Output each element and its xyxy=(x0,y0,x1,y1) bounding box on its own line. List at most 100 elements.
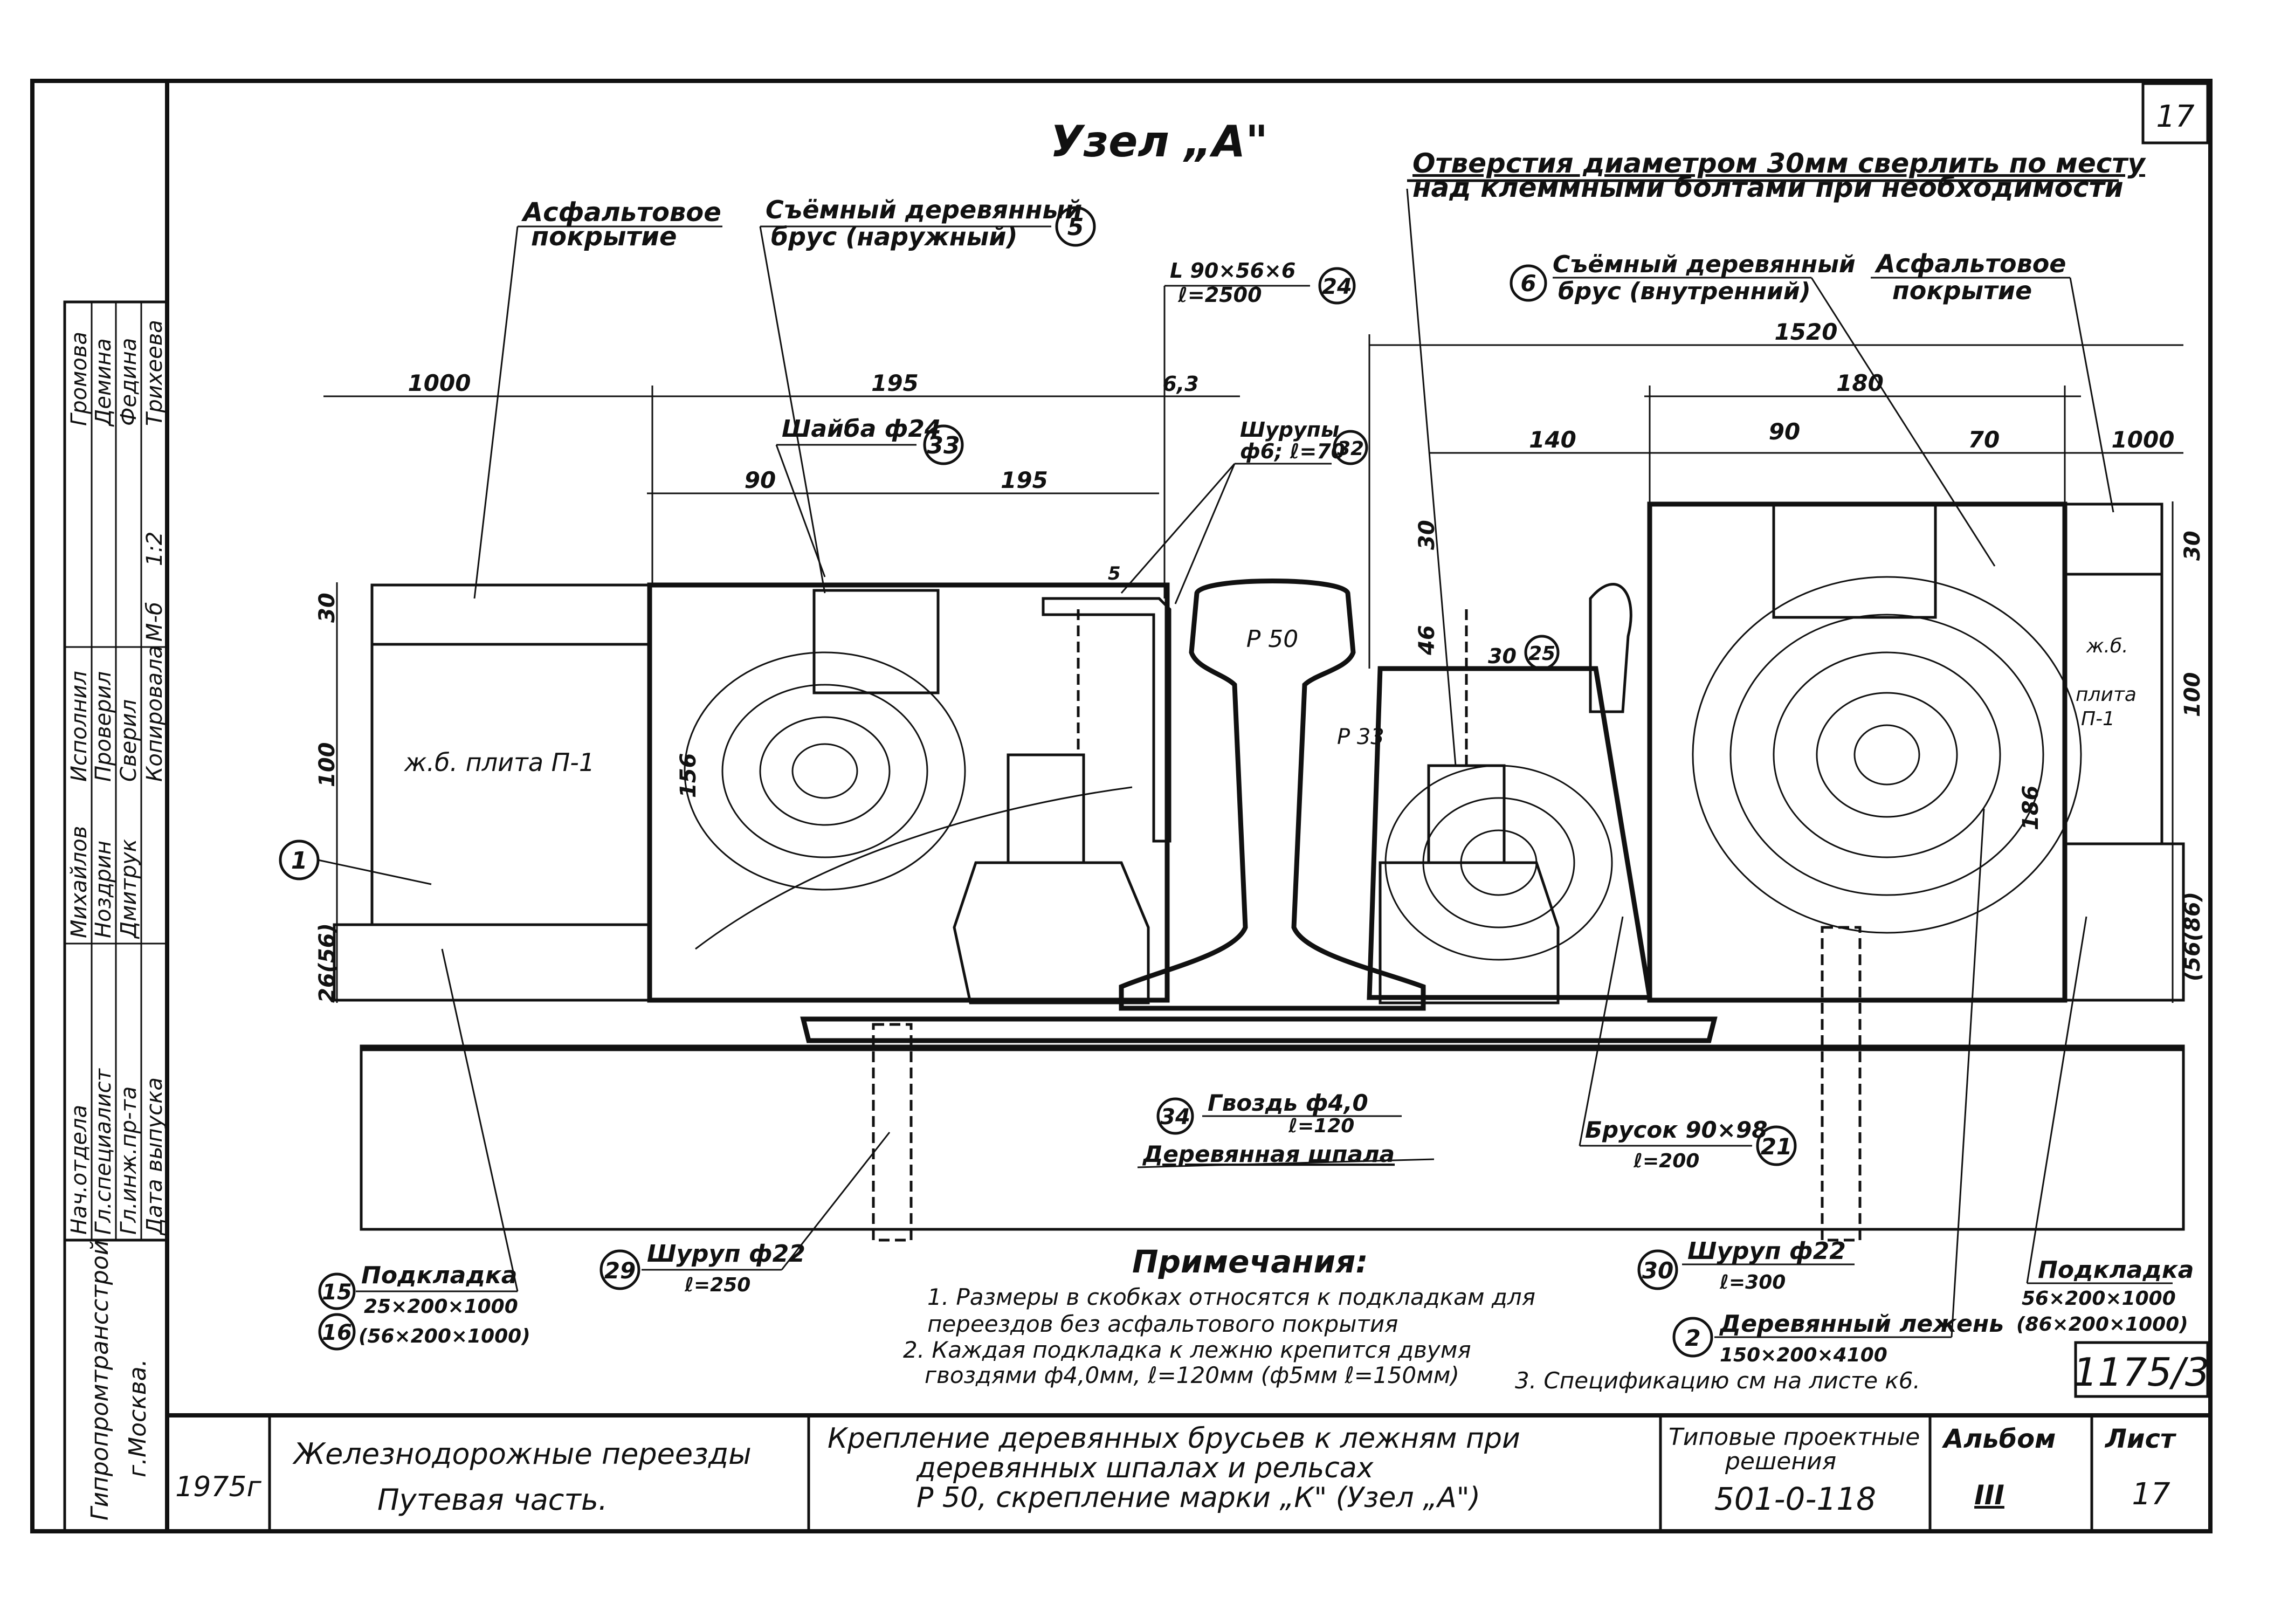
callout-21 xyxy=(1756,1125,1797,1166)
asphalt-left xyxy=(370,583,651,646)
washer-label: Шайба ф24 xyxy=(782,415,941,443)
ledger-insert xyxy=(1772,503,1937,619)
dim-1000-right: 1000 xyxy=(2112,426,2175,453)
plate-left-label: ж.б. плита П-1 xyxy=(404,748,595,777)
plate-right-label-1: ж.б. xyxy=(2086,635,2128,657)
pad-left-label-2: 25×200×1000 xyxy=(364,1296,518,1318)
stamp-org-1: Гипропромтрансстрой xyxy=(86,1240,114,1520)
ledger-label-1: Деревянный лежень xyxy=(1719,1310,2004,1338)
series-label-2: решения xyxy=(1725,1448,1836,1475)
dim-195-lower: 195 xyxy=(1001,467,1048,493)
stamp-name2-4: Трихеева xyxy=(142,320,167,426)
stamp-role-3: Гл.инж.пр-та xyxy=(116,1086,141,1235)
callout-16 xyxy=(318,1313,356,1351)
sheet-number-corner: 17 xyxy=(2156,99,2195,134)
node-title: Узел „А" xyxy=(1050,116,1268,167)
series-label-1: Типовые проектные xyxy=(1669,1423,1920,1451)
pad-right-label-1: Подкладка xyxy=(2038,1256,2194,1284)
vdim-186: 186 xyxy=(2018,786,2043,831)
pad-right xyxy=(2063,842,2185,1002)
rail-p50 xyxy=(1119,579,1426,1011)
stamp-role-1: Нач.отдела xyxy=(67,1105,92,1235)
note-line-5: 3. Спецификацию см на листе к6. xyxy=(1515,1367,1920,1394)
nut-left xyxy=(1007,753,1085,864)
stamp-name2-2: Демина xyxy=(91,338,116,427)
title-year: 1975г xyxy=(175,1471,261,1503)
baseplate-label: Р 33 xyxy=(1337,725,1384,749)
vdim-left-26: 26(56) xyxy=(315,923,340,1003)
section-drawing xyxy=(333,501,2185,1242)
hole-note-line1: Отверстия диаметром 30мм сверлить по мес… xyxy=(1412,148,2146,179)
callout-21-num: 21 xyxy=(1761,1133,1792,1160)
baseplate xyxy=(800,1016,1718,1043)
pad-right-label-3: (86×200×1000) xyxy=(2016,1313,2188,1336)
screws-label-1: Шурупы xyxy=(1240,418,1339,442)
hole-note-line2: над клеммными болтами при необходимости xyxy=(1412,172,2124,203)
callout-32-num: 32 xyxy=(1337,438,1364,460)
title-block xyxy=(268,1415,2093,1531)
series-code: 501-0-118 xyxy=(1714,1481,1876,1517)
sleeper-label: Деревянная шпала xyxy=(1142,1141,1395,1167)
title-line-2: деревянных шпалах и рельсах xyxy=(916,1452,1374,1484)
concrete-plate-left xyxy=(370,643,651,926)
angle-label-1: L 90×56×6 xyxy=(1170,259,1295,283)
callout-29-num: 29 xyxy=(604,1257,636,1284)
callout-5-num: 5 xyxy=(1067,214,1084,241)
stamp-name-1: Михайлов xyxy=(67,826,92,938)
stamp-role2-5: М-б xyxy=(142,602,167,642)
dim-195-top: 195 xyxy=(871,370,919,396)
stamp-name-2: Ноздрин xyxy=(91,841,116,938)
beam-inner-label-1: Съёмный деревянный xyxy=(1553,251,1856,278)
screw-right xyxy=(1821,926,1862,1242)
stamp-name2-1: Громова xyxy=(67,332,92,426)
callout-15-num: 15 xyxy=(322,1280,352,1305)
callout-2-num: 2 xyxy=(1685,1325,1700,1351)
callout-29 xyxy=(599,1249,640,1290)
sheet-label: Лист xyxy=(2104,1424,2177,1454)
title-line-1: Крепление деревянных брусьев к лежням пр… xyxy=(828,1422,1520,1455)
asphalt-right-label-1: Асфальтовое xyxy=(1874,249,2066,278)
vdim-right-30: 30 xyxy=(2180,531,2205,561)
asphalt-right xyxy=(2063,503,2163,576)
stamp-role2-4: Копировала xyxy=(142,645,167,782)
stamp-role2-1: Исполнил xyxy=(67,671,92,782)
album-label: Альбом xyxy=(1941,1424,2056,1454)
dim-140: 140 xyxy=(1529,426,1576,453)
title-project-1: Железнодорожные переезды xyxy=(292,1437,752,1471)
callout-33-num: 33 xyxy=(927,432,960,459)
stamp-role-2: Гл.специалист xyxy=(91,1068,116,1235)
vdim-right-100: 100 xyxy=(2180,672,2205,718)
album-number: III xyxy=(1974,1480,2004,1511)
callout-15 xyxy=(318,1272,356,1310)
angle-label-2: ℓ=2500 xyxy=(1177,283,1262,307)
note-line-4: гвоздями ф4,0мм, ℓ=120мм (ф5мм ℓ=150мм) xyxy=(925,1362,1459,1388)
nail-label-2: ℓ=120 xyxy=(1288,1115,1354,1137)
note-line-3: 2. Каждая подкладка к лежню крепится дву… xyxy=(903,1337,1471,1363)
screw-left-label-2: ℓ=250 xyxy=(684,1274,750,1296)
callout-24 xyxy=(1318,267,1356,305)
stamp-role2-2: Проверил xyxy=(91,671,116,782)
pad-left xyxy=(333,923,651,1002)
side-stamp xyxy=(63,300,169,1533)
ledger-label-2: 150×200×4100 xyxy=(1720,1344,1887,1366)
dim-1520: 1520 xyxy=(1775,319,1838,345)
stamp-org-2: г.Москва. xyxy=(124,1359,151,1477)
vdim-46: 46 xyxy=(1415,625,1439,656)
beam-outer xyxy=(647,582,1170,1003)
callout-30-num: 30 xyxy=(1642,1257,1673,1284)
callout-1-num: 1 xyxy=(291,847,308,875)
vdim-left-100: 100 xyxy=(315,742,340,788)
screw-right-label-1: Шуруп ф22 xyxy=(1687,1237,1846,1265)
note-line-1: 1. Размеры в скобках относятся к подклад… xyxy=(927,1284,1535,1310)
asphalt-left-label-1: Асфальтовое xyxy=(521,197,721,228)
pad-left-label-3: (56×200×1000) xyxy=(359,1325,530,1347)
vdim-right-56: (56(86) xyxy=(2180,892,2205,981)
callout-6 xyxy=(1510,264,1547,302)
dim-70: 70 xyxy=(1968,426,2000,453)
notes-title: Примечания: xyxy=(1132,1243,1368,1280)
dim-1000-left: 1000 xyxy=(408,370,471,396)
stamp-name2-3: Федина xyxy=(116,338,141,426)
beam-insert-outer xyxy=(812,589,940,694)
beam-outer-label-1: Съёмный деревянный xyxy=(766,195,1082,224)
